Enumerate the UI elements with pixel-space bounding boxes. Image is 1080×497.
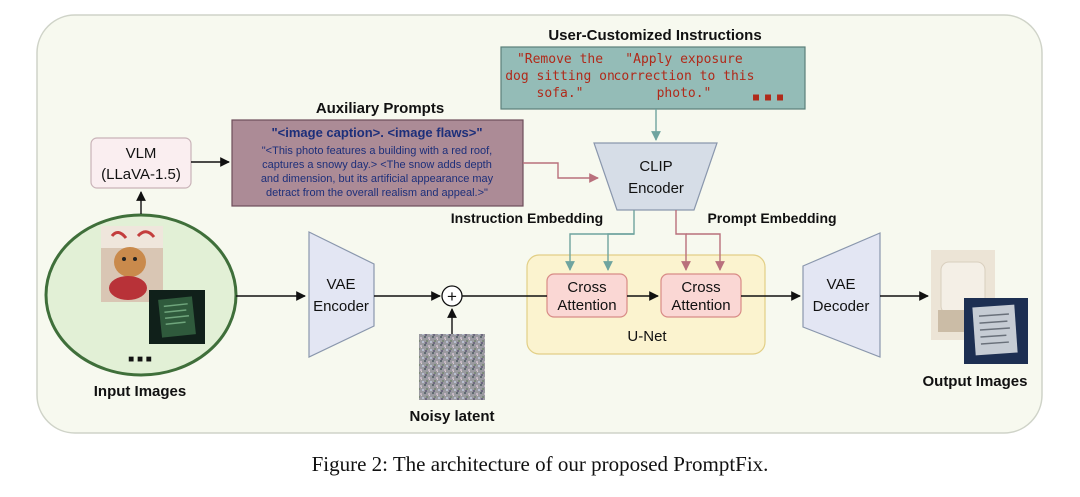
clip-encoder-label: Encoder [628, 180, 684, 197]
instruction-2-line-3: photo." [657, 86, 712, 101]
aux-prompt-box [231, 119, 524, 207]
instruction-box [500, 46, 806, 110]
aux-prompt-line-2: captures a snowy day.> <The snow adds de… [262, 159, 492, 171]
vlm-box [90, 137, 192, 189]
vlm-model-label: (LLaVA-1.5) [101, 166, 181, 183]
instruction-ellipsis: ■ ■ ■ [753, 92, 783, 103]
noisy-latent-image [419, 334, 485, 400]
add-symbol: + [447, 287, 457, 306]
arrow-instruction-embedding-a [565, 210, 635, 271]
output-image-document [964, 298, 1028, 364]
vae-decoder [802, 232, 881, 358]
cross-attention-2-label-2: Attention [671, 297, 730, 314]
input-images-label: Input Images [94, 383, 187, 400]
vae-encoder-label-1: VAE [327, 276, 356, 293]
cross-attention-2-label-1: Cross [681, 279, 720, 296]
aux-prompt-line-1: "<This photo features a building with a … [262, 145, 492, 157]
clip-encoder [593, 142, 718, 211]
aux-prompt-line-3: and dimension, but its artificial appear… [261, 173, 494, 185]
instruction-1-line-1: "Remove the [517, 52, 603, 67]
prompt-embedding-label: Prompt Embedding [707, 210, 836, 226]
vae-decoder-label-1: VAE [827, 276, 856, 293]
figure-caption: Figure 2: The architecture of our propos… [311, 452, 769, 476]
clip-label: CLIP [639, 158, 672, 175]
cross-attention-1-label-2: Attention [557, 297, 616, 314]
arrow-prompt-embedding-b [686, 233, 725, 271]
aux-prompts-title: Auxiliary Prompts [316, 100, 444, 117]
instruction-2-line-2: correction to this [614, 69, 755, 84]
input-image-dog [101, 226, 163, 302]
vae-encoder [308, 231, 375, 358]
user-instructions-title: User-Customized Instructions [548, 27, 761, 44]
arrow-instruction-embedding-b [603, 233, 634, 271]
vlm-label: VLM [126, 145, 157, 162]
vae-encoder-label-2: Encoder [313, 298, 369, 315]
instruction-embedding-label: Instruction Embedding [451, 210, 603, 226]
output-images-label: Output Images [922, 373, 1027, 390]
vae-decoder-label-2: Decoder [813, 298, 870, 315]
input-image-dark-document [149, 290, 205, 344]
unet-label: U-Net [627, 328, 667, 345]
instruction-1-line-2: dog sitting on [505, 69, 615, 84]
cross-attention-1-label-1: Cross [567, 279, 606, 296]
arrow-prompt-embedding-a [675, 210, 691, 271]
aux-prompt-header: "<image caption>. <image flaws>" [271, 125, 482, 140]
instruction-2-line-1: "Apply exposure [625, 52, 743, 67]
arrow-aux-to-clip [523, 162, 599, 183]
aux-prompt-line-4: detract from the overall realism and app… [266, 187, 488, 199]
noisy-latent-label: Noisy latent [409, 408, 494, 425]
input-images-ellipsis: ■ ■ ■ [128, 354, 152, 365]
instruction-1-line-3: sofa." [537, 86, 584, 101]
